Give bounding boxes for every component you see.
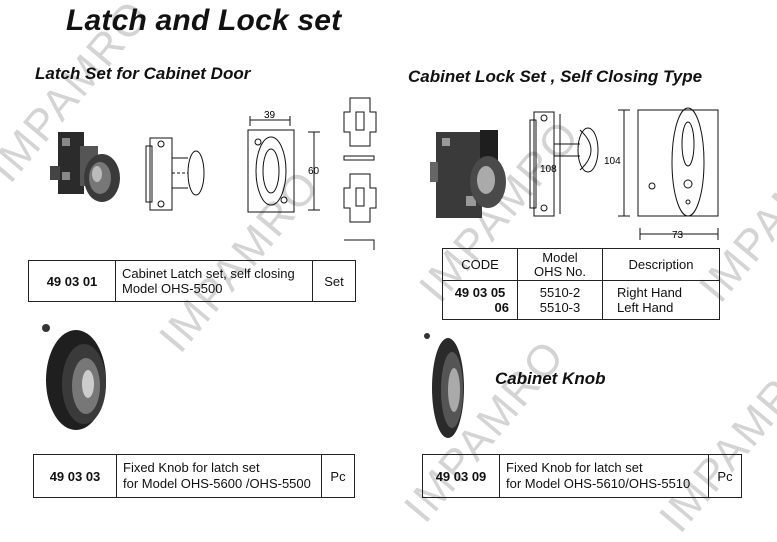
description-line: Left Hand [617, 300, 674, 315]
product-code: 49 03 03 [33, 454, 117, 498]
latch-front-drawing: 39 60 [247, 110, 320, 213]
watermark: IMPAMRO [650, 340, 777, 542]
product-description: Right Hand Left Hand [602, 280, 720, 320]
table-row: 49 03 01 Cabinet Latch set, self closing… [28, 260, 356, 302]
description-line: for Model OHS-5610/OHS-5510 [506, 476, 691, 491]
product-code: 49 03 09 [422, 454, 500, 498]
cabinet-knob-heading: Cabinet Knob [495, 369, 606, 388]
knob-right-table: 49 03 09 Fixed Knob for latch set for Mo… [422, 454, 742, 498]
page-title: Latch and Lock set [66, 4, 342, 37]
column-header-code: CODE [442, 248, 518, 281]
code-line: 06 [494, 300, 509, 315]
table-row: 49 03 09 Fixed Knob for latch set for Mo… [422, 454, 742, 498]
dim-73: 73 [672, 230, 684, 241]
latch-side-drawing [145, 137, 205, 211]
latch-parts-drawing [343, 97, 377, 250]
latch-set-heading: Latch Set for Cabinet Door [35, 64, 251, 83]
code-line: 49 03 05 [454, 285, 506, 300]
dim-104: 104 [604, 156, 621, 167]
knob-left-table: 49 03 03 Fixed Knob for latch set for Mo… [33, 454, 355, 498]
description-line: Fixed Knob for latch set [123, 460, 260, 475]
lock-set-heading: Cabinet Lock Set , Self Closing Type [408, 67, 703, 86]
dim-60: 60 [308, 166, 320, 177]
product-unit: Pc [321, 454, 355, 498]
description-line: for Model OHS-5600 /OHS-5500 [123, 476, 311, 491]
dim-108: 108 [540, 164, 557, 175]
model-header-line: OHS No. [533, 263, 586, 279]
table-row: 49 03 03 Fixed Knob for latch set for Mo… [33, 454, 355, 498]
product-description: Fixed Knob for latch set for Model OHS-5… [116, 454, 322, 498]
fixed-knob-photo-right [424, 333, 464, 438]
lock-front-drawing: 104 73 [604, 107, 719, 241]
product-description: Fixed Knob for latch set for Model OHS-5… [499, 454, 709, 498]
product-code: 49 03 01 [28, 260, 116, 302]
fixed-knob-photo-left [42, 324, 106, 430]
product-description: Cabinet Latch set, self closing Model OH… [115, 260, 313, 302]
latch-set-photo [50, 132, 120, 202]
description-line: Fixed Knob for latch set [506, 460, 643, 475]
table-row: 49 03 05 06 5510-2 5510-3 Right Hand Lef… [442, 280, 720, 320]
lock-side-drawing: 108 [529, 111, 599, 217]
product-code: 49 03 05 06 [442, 280, 518, 320]
latch-set-table: 49 03 01 Cabinet Latch set, self closing… [28, 260, 356, 302]
model-line: 5510-3 [539, 300, 581, 315]
product-unit: Set [312, 260, 356, 302]
model-header-line: Model [542, 249, 578, 265]
model-number: 5510-2 5510-3 [517, 280, 603, 320]
description-line: Model OHS-5500 [122, 281, 223, 296]
lock-set-table: CODE Model OHS No. Description 49 03 05 … [442, 248, 720, 320]
model-line: 5510-2 [539, 285, 581, 300]
dim-39: 39 [264, 110, 276, 121]
description-line: Cabinet Latch set, self closing [122, 266, 295, 281]
product-unit: Pc [708, 454, 742, 498]
column-header-description: Description [602, 248, 720, 281]
table-header-row: CODE Model OHS No. Description [442, 248, 720, 281]
description-line: Right Hand [617, 285, 683, 300]
column-header-model: Model OHS No. [517, 248, 603, 281]
lock-set-photo [430, 130, 506, 218]
